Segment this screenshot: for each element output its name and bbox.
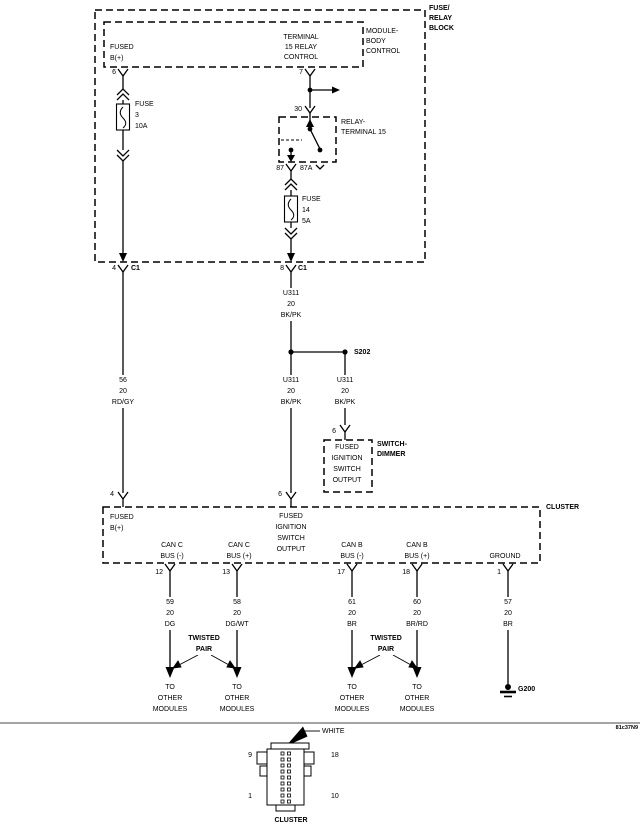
wire-61-br-label: 61 20 BR [345, 597, 359, 630]
ground-g200-label: G200 [518, 686, 536, 693]
ground-label: GROUND [489, 553, 521, 560]
wire-60-brrd-label: 60 20 BR/RD [404, 597, 430, 630]
connector-pin-cavities [280, 751, 291, 804]
module-body-control-box [103, 21, 364, 68]
connector-pin-10-label: 10 [331, 793, 339, 800]
switch-dimmer-pin-label: 6 [332, 428, 336, 435]
can-c-bus-minus-label: CAN C BUS (-) [160, 542, 184, 560]
connector-color-label: WHITE [322, 728, 345, 735]
pin-6-label: 6 [112, 69, 116, 76]
twisted-pair-label-2: TWISTED PAIR [368, 633, 404, 655]
twisted-pair-arrows [172, 654, 418, 669]
connector-cluster-label: CLUSTER [274, 817, 308, 824]
cluster-pin-6-label: 6 [278, 491, 282, 498]
cluster-pin-4-label: 4 [110, 491, 114, 498]
pin-7-label: 7 [299, 69, 303, 76]
wire-u311-upper-label: U311 20 BK/PK [278, 288, 304, 321]
wire-u311-mid-label: U311 20 BK/PK [278, 375, 304, 408]
module-body-control-label: MODULE- BODY CONTROL [366, 28, 401, 55]
connector-c1-right-label: C1 [298, 265, 307, 272]
fuse-relay-block-label: FUSE/ RELAY BLOCK [429, 5, 454, 32]
to-other-modules-label-3: TO OTHER MODULES [334, 684, 370, 713]
connector-c1-left-label: C1 [131, 265, 140, 272]
pin-87a-label: 87A [300, 165, 313, 172]
switch-dimmer-function-label: FUSED IGNITION SWITCH OUTPUT [331, 444, 363, 484]
pin-87-label: 87 [276, 165, 284, 172]
cluster-label: CLUSTER [546, 504, 580, 511]
switch-dimmer-label: SWITCH- DIMMER [377, 441, 407, 458]
twisted-pair-label-1: TWISTED PAIR [186, 633, 222, 655]
terminal15-relay-control-label: TERMINAL 15 RELAY CONTROL [283, 34, 319, 61]
fuse-relay-block-box [94, 9, 426, 263]
can-b-bus-minus-label: CAN B BUS (-) [340, 542, 364, 560]
wires [115, 68, 514, 684]
dots-and-arrows [119, 86, 511, 690]
to-other-modules-label-4: TO OTHER MODULES [399, 684, 435, 713]
fuse-3-label: FUSE 3 10A [135, 101, 154, 130]
relay-terminal15-box [278, 116, 337, 163]
splice-dot-left [288, 349, 294, 355]
frb-fused-b-label: FUSED B(+) [110, 44, 134, 62]
relay-contact-dot [307, 126, 313, 132]
can-b-bus-plus-label: CAN B BUS (+) [404, 542, 430, 560]
wire-58-dgwt-label: 58 20 DG/WT [223, 597, 251, 630]
wire-59-dg-label: 59 20 DG [162, 597, 178, 630]
wire-u311-right-label: U311 20 BK/PK [332, 375, 358, 408]
splice-s202-label: S202 [354, 349, 371, 356]
footer-code: 81c37N9 [615, 725, 638, 731]
connector-drawing [256, 742, 315, 812]
connector-leader-arrow [286, 726, 320, 746]
relay-terminal15-label: RELAY- TERMINAL 15 [341, 119, 386, 136]
pin-4-label: 4 [112, 265, 116, 272]
to-other-modules-label-1: TO OTHER MODULES [152, 684, 188, 713]
cluster-box [102, 506, 541, 564]
fuse-14-label: FUSE 14 5A [302, 196, 321, 225]
relay-blade [309, 128, 321, 150]
wire-56-rdgy-label: 56 20 RD/GY [109, 375, 137, 408]
connector-pin-9-label: 9 [248, 752, 252, 759]
pin-18-label: 18 [402, 569, 410, 576]
can-c-bus-plus-label: CAN C BUS (+) [226, 542, 252, 560]
ground-symbol [500, 690, 516, 698]
ground-dot [505, 684, 511, 690]
connector-pin-1-label: 1 [248, 793, 252, 800]
fuse-3-symbol [115, 103, 131, 131]
pin-8-label: 8 [280, 265, 284, 272]
splice-dot-right [342, 349, 348, 355]
to-other-modules-label-2: TO OTHER MODULES [219, 684, 255, 713]
cluster-fused-b-label: FUSED B(+) [110, 514, 134, 532]
switch-dimmer-box [323, 439, 373, 493]
pin-1-label: 1 [497, 569, 501, 576]
pin-13-label: 13 [222, 569, 230, 576]
pin-17-label: 17 [337, 569, 345, 576]
pin-12-label: 12 [155, 569, 163, 576]
connector-pin-18-label: 18 [331, 752, 339, 759]
fuse-14-symbol [283, 195, 299, 223]
pin-30-label: 30 [294, 106, 302, 113]
cluster-fiso-label: FUSED IGNITION SWITCH OUTPUT [275, 513, 307, 553]
wire-57-br-label: 57 20 BR [501, 597, 515, 630]
